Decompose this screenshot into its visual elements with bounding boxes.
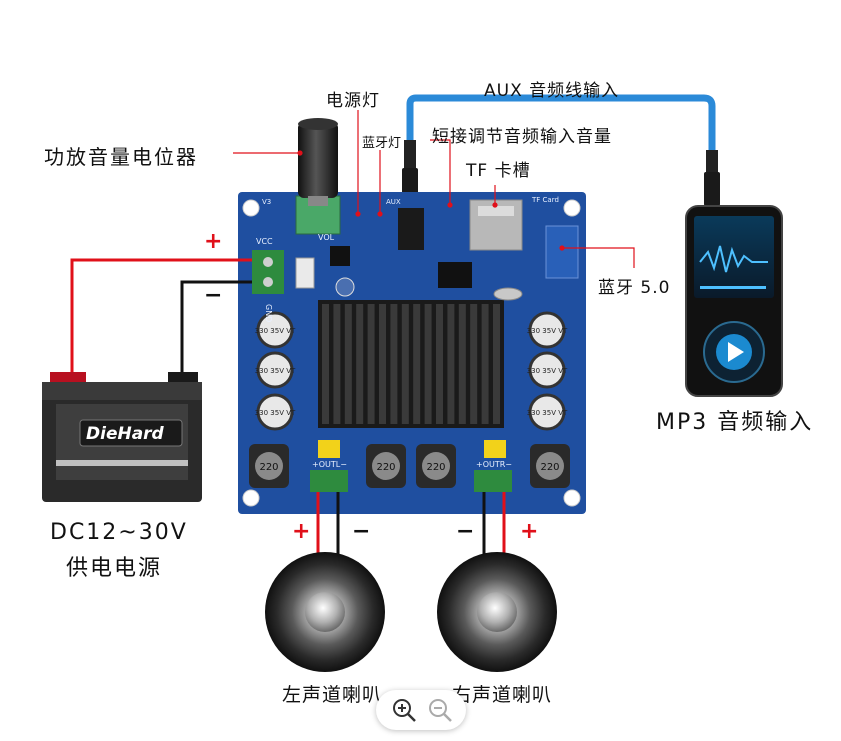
short-adjust-label: 短接调节音频输入音量 <box>432 127 612 147</box>
capacitor-text: 330 35V VT <box>255 327 296 335</box>
board-gnd-text: GND <box>264 304 273 322</box>
capacitor-text: 330 35V VT <box>527 327 568 335</box>
right-speaker <box>437 552 557 672</box>
aux-cable <box>402 94 720 206</box>
heatsink-fin <box>344 304 352 424</box>
board-v3-text: V3 <box>262 198 271 206</box>
board-outr-text: +OUTR− <box>476 460 512 469</box>
capacitor-text: 330 35V VT <box>527 409 568 417</box>
heatsink-fin <box>493 304 500 424</box>
capacitor-text: 330 35V VT <box>255 409 296 417</box>
heatsink-fin <box>413 304 421 424</box>
capacitor-text: 330 35V VT <box>255 367 296 375</box>
heatsink-fin <box>390 304 398 424</box>
aux-jack <box>398 208 424 250</box>
board-outl-text: +OUTL− <box>312 460 347 469</box>
heatsink-fin <box>458 304 466 424</box>
heatsink-fin <box>367 304 375 424</box>
volume-knob <box>298 118 338 206</box>
board-aux-text: AUX <box>386 198 401 206</box>
supply-plus-sign: + <box>204 229 223 254</box>
inductor-text: 220 <box>540 462 559 473</box>
bluetooth-label: 蓝牙 5.0 <box>598 278 671 298</box>
heatsink-fin <box>401 304 409 424</box>
inductor-text: 220 <box>376 462 395 473</box>
right-output-terminal <box>474 470 512 492</box>
left-speaker-label: 左声道喇叭 <box>282 684 383 706</box>
amplifier-board: 330 35V VT 330 35V VT 330 35V VT 330 35V VT… <box>238 192 586 514</box>
capacitor: 330 35V VT <box>527 351 568 389</box>
speaker-wires <box>316 492 506 560</box>
inductor: 220 <box>366 444 406 488</box>
heatsink-fin <box>424 304 432 424</box>
heatsink <box>318 300 504 428</box>
left-plus-sign: + <box>292 519 311 544</box>
heatsink-fin <box>470 304 478 424</box>
power-led-label: 电源灯 <box>326 91 380 111</box>
capacitor: 330 35V VT <box>527 311 568 349</box>
board-tfcard-text: TF Card <box>531 196 559 204</box>
left-output-terminal <box>310 470 348 492</box>
inductor: 220 <box>249 444 289 488</box>
capacitor: 330 35V VT <box>255 393 296 431</box>
zoom-in-icon[interactable] <box>390 696 418 724</box>
bt-led-label: 蓝牙灯 <box>362 136 402 151</box>
right-plus-sign: + <box>520 519 539 544</box>
pointer-lines <box>233 110 635 268</box>
capacitor: 330 35V VT <box>255 351 296 389</box>
zoom-controls <box>376 690 466 730</box>
zoom-out-icon[interactable] <box>426 696 454 724</box>
power-terminal <box>252 250 284 294</box>
supply-title-label: 供电电源 <box>66 556 163 581</box>
left-minus-sign: − <box>352 519 371 544</box>
inductor: 220 <box>416 444 456 488</box>
board-vol-text: VOL <box>318 233 335 242</box>
right-minus-sign: − <box>456 519 475 544</box>
battery: DieHard <box>42 372 202 502</box>
inductor: 220 <box>530 444 570 488</box>
volume-pot-label: 功放音量电位器 <box>44 145 198 169</box>
capacitor-text: 330 35V VT <box>527 367 568 375</box>
battery-brand-text: DieHard <box>86 424 165 444</box>
mp3-input-label: MP3 音频输入 <box>656 410 814 435</box>
board-vcc-text: VCC <box>256 237 273 246</box>
heatsink-fin <box>379 304 386 424</box>
heatsink-fin <box>447 304 455 424</box>
bluetooth-module <box>545 225 579 279</box>
heatsink-fin <box>356 304 364 424</box>
aux-input-label: AUX 音频线输入 <box>484 81 620 101</box>
capacitor: 330 35V VT <box>527 393 568 431</box>
heatsink-fin <box>333 304 341 424</box>
supply-minus-sign: − <box>204 283 223 308</box>
heatsink-fin <box>322 304 329 424</box>
capacitor: 330 35V VT <box>255 311 296 349</box>
left-speaker <box>265 552 385 672</box>
heatsink-fin <box>481 304 489 424</box>
supply-voltage-label: DC12~30V <box>50 520 188 545</box>
mp3-player <box>685 205 783 397</box>
right-speaker-label: 右声道喇叭 <box>452 684 553 706</box>
power-wires <box>70 258 252 380</box>
inductor-text: 220 <box>426 462 445 473</box>
inductor-text: 220 <box>259 462 278 473</box>
tf-slot-label: TF 卡槽 <box>466 161 531 181</box>
heatsink-fin <box>436 304 443 424</box>
